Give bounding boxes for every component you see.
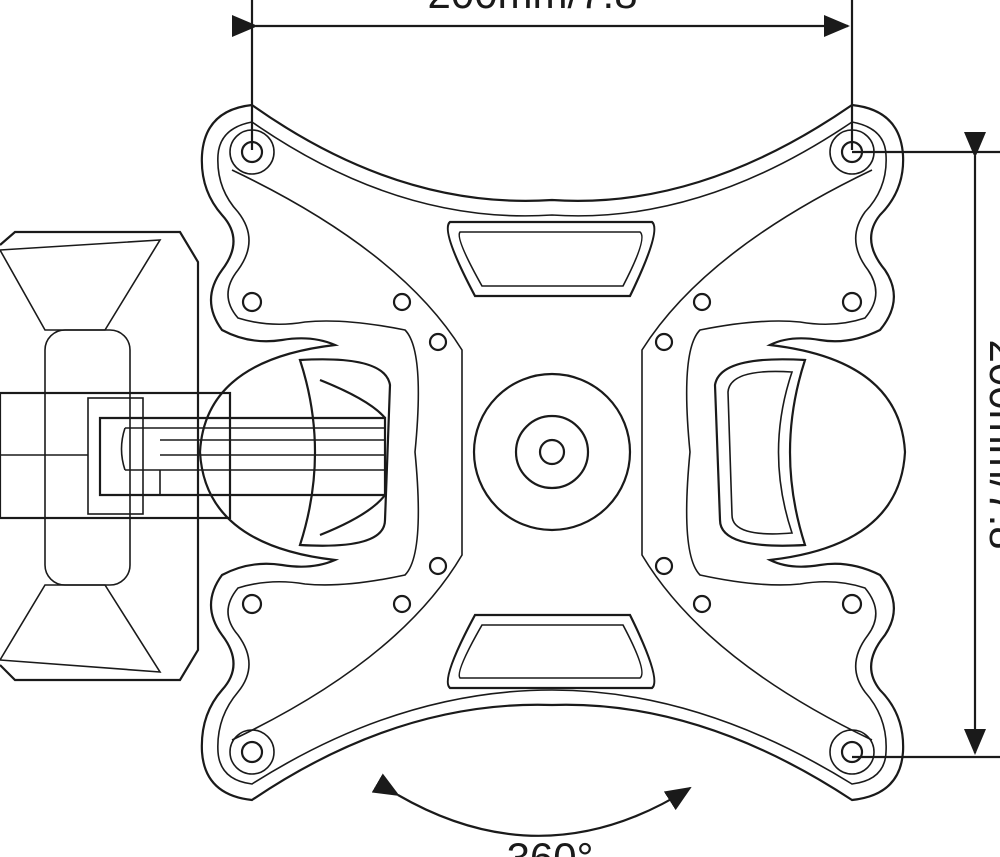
left-slot xyxy=(298,358,392,547)
width-label: 200mm/7.8" xyxy=(427,0,652,17)
right-slot xyxy=(713,358,807,547)
rotation-label: 360° xyxy=(507,834,594,857)
bottom-slot xyxy=(446,613,656,690)
wall-bracket xyxy=(0,230,232,682)
height-dimension: 200mm/7.8" xyxy=(852,132,1000,759)
top-slot xyxy=(446,220,656,298)
vesa-plate xyxy=(198,103,907,802)
mounting-holes xyxy=(229,129,875,775)
width-dimension: 200mm/7.8" xyxy=(232,0,854,150)
center-boss xyxy=(472,372,632,532)
height-label: 200mm/7.8" xyxy=(981,339,1000,564)
rotation-indicator: 360° xyxy=(371,773,692,857)
